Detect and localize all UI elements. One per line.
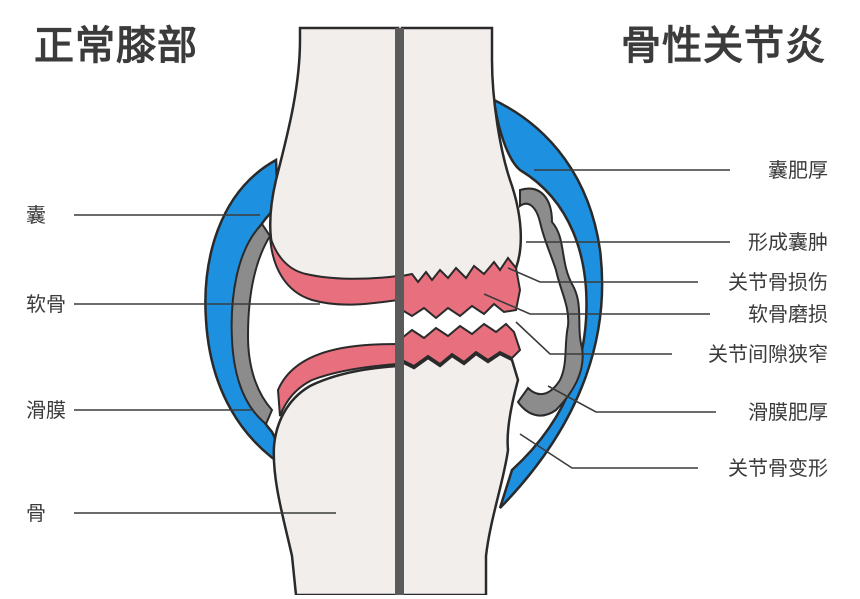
oa-synovium (516, 187, 584, 417)
oa-capsule (492, 97, 604, 509)
leader-cartilage-wear (483, 293, 710, 315)
label-bone-damage: 关节骨损伤 (728, 270, 828, 294)
leader-synovium-thickening (547, 385, 716, 413)
oa-femur (400, 26, 523, 304)
normal-tibia (272, 364, 400, 597)
normal-femur (268, 26, 400, 293)
title-normal-knee: 正常膝部 (34, 23, 198, 69)
label-synovium: 滑膜 (26, 398, 66, 422)
title-osteoarthritis: 骨性关节炎 (621, 23, 826, 69)
oa-femur-cartilage (401, 256, 522, 320)
label-joint-space-narrowing: 关节间隙狭窄 (708, 342, 828, 366)
label-capsule-thickening: 囊肥厚 (768, 158, 828, 182)
label-capsule: 囊 (26, 203, 46, 227)
label-bone-deformity: 关节骨变形 (728, 456, 828, 480)
leader-joint-space-narrowing (515, 321, 672, 355)
label-bone: 骨 (26, 501, 46, 525)
oa-tibia (400, 352, 520, 597)
leader-bone-deformity (519, 433, 698, 469)
label-cartilage-wear: 软骨磨损 (748, 302, 828, 326)
normal-synovium (230, 222, 274, 426)
leader-bone-damage (507, 267, 698, 283)
label-synovium-thickening: 滑膜肥厚 (748, 400, 828, 424)
label-cartilage: 软骨 (26, 292, 66, 316)
oa-tibia-cartilage (401, 322, 522, 368)
center-divider (395, 28, 404, 595)
label-cyst-formation: 形成囊肿 (748, 230, 828, 254)
